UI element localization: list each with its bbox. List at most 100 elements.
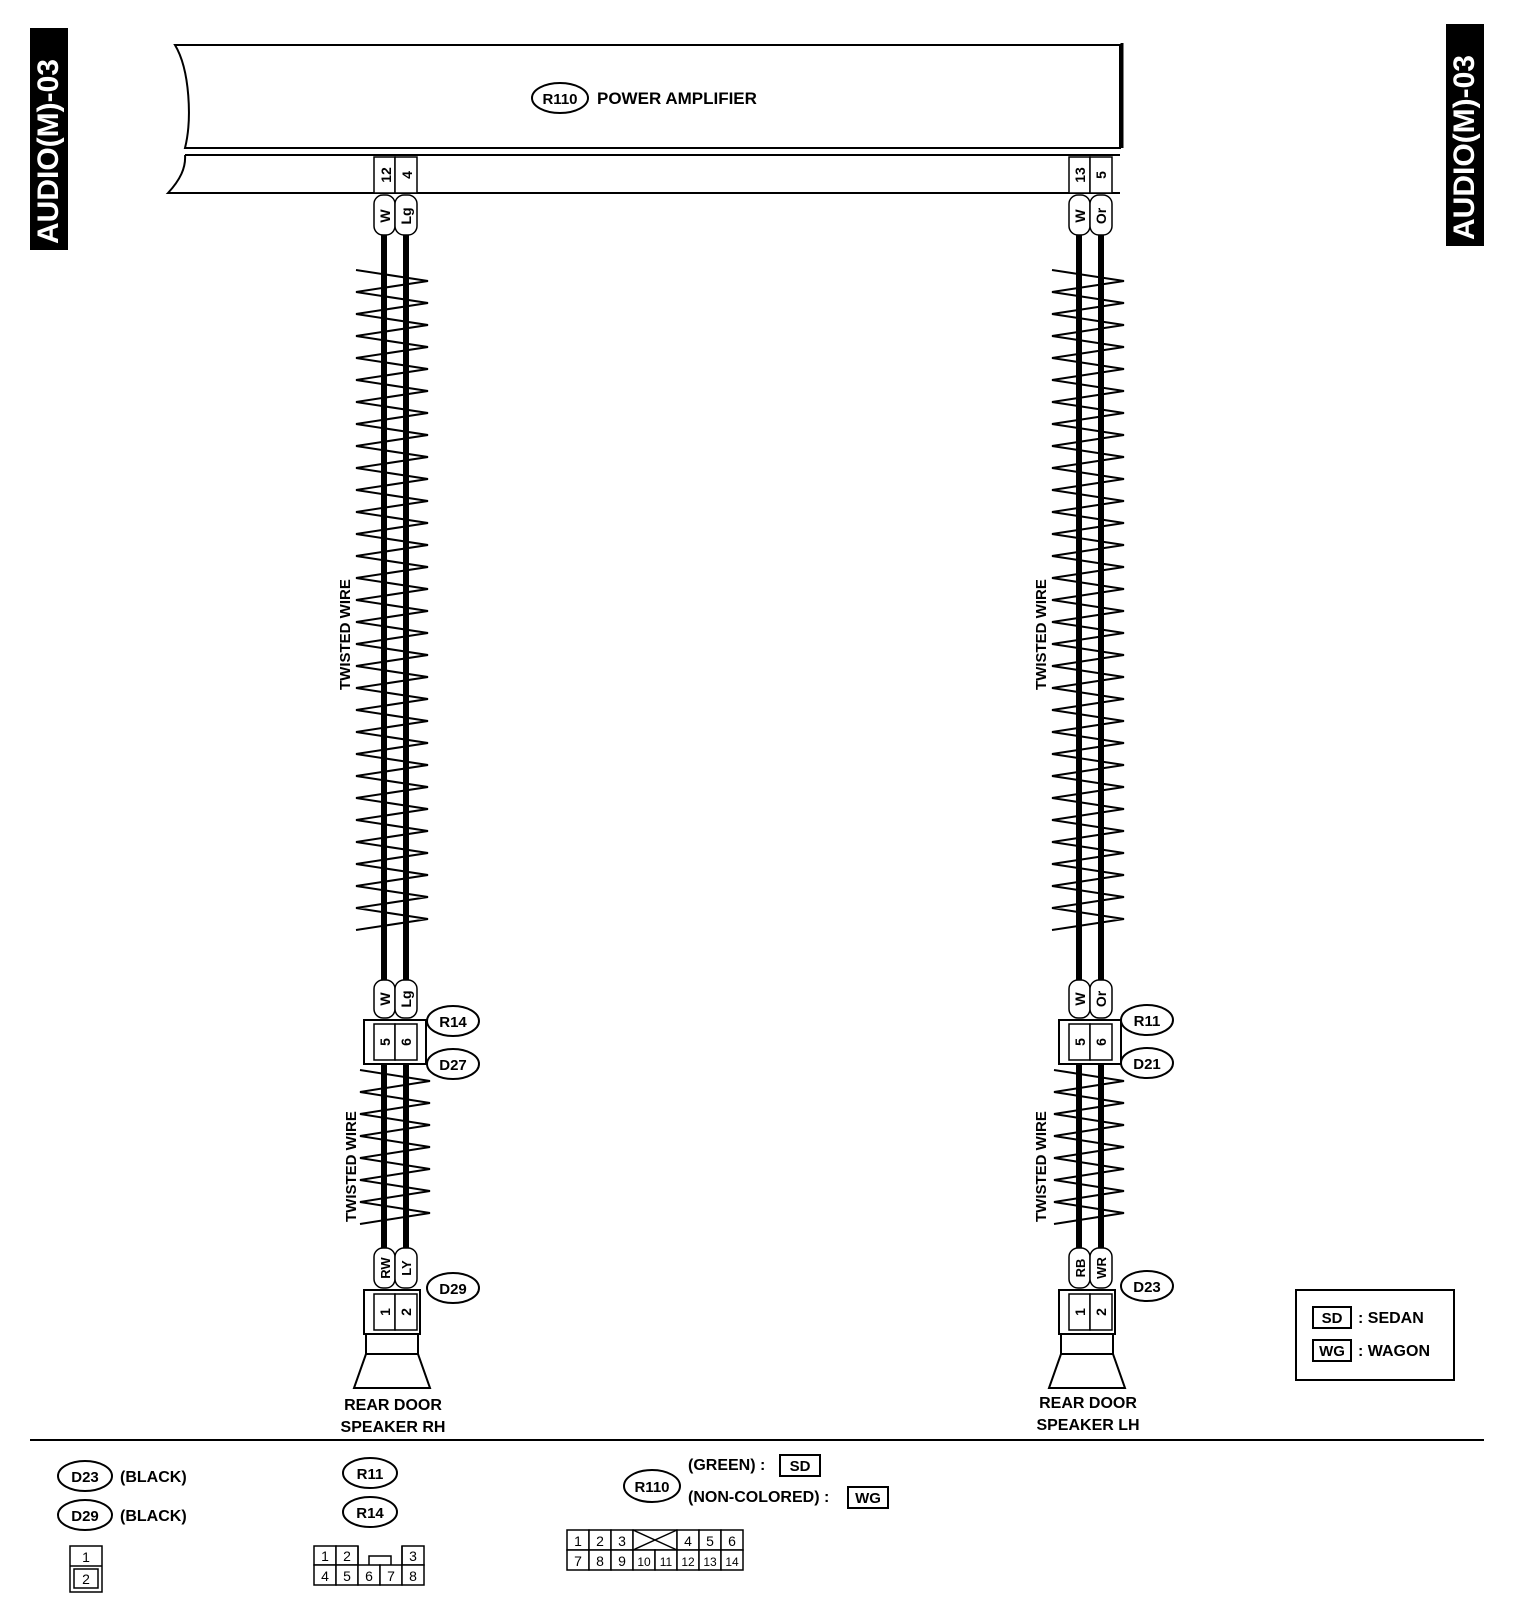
lh-speaker-pin-1: 1 <box>1072 1308 1088 1316</box>
rh-speaker-pin-2: 2 <box>398 1308 414 1316</box>
amp-name: POWER AMPLIFIER <box>597 89 757 108</box>
rh-mid-connector-top: R14 <box>439 1014 467 1031</box>
r110-pin-7: 7 <box>574 1553 582 1569</box>
r110-pin-6: 6 <box>728 1533 736 1549</box>
rh-mid-connector-top-badge <box>426 1005 480 1037</box>
legend-code-1: SD <box>1322 1310 1343 1327</box>
lh-speaker-label-1: REAR DOOR <box>1039 1395 1137 1412</box>
r110-pin-13: 13 <box>703 1555 717 1569</box>
r110-pin-2: 2 <box>596 1533 604 1549</box>
page-tag-right: AUDIO(M)-03 <box>1446 24 1484 246</box>
rh-twist-symbol-lower <box>359 1069 431 1225</box>
r110-pin-10: 10 <box>637 1555 651 1569</box>
page-tag-left-text: AUDIO(M)-03 <box>32 59 65 244</box>
r-pin-5: 5 <box>343 1568 351 1584</box>
rh-mid-wire-labels: W Lg <box>373 979 418 1019</box>
lh-mid-wire-1: W <box>1072 992 1088 1006</box>
amp-connector-badge <box>531 82 589 114</box>
r110-variant-1-code: SD <box>790 1458 811 1475</box>
lh-speaker-connector: 1 2 <box>1058 1289 1116 1335</box>
circuit-rh: 12 4 W Lg TWISTED WIRE W Lg 5 6 <box>337 156 480 1436</box>
lh-amp-pins: 13 5 <box>1068 156 1113 194</box>
rh-amp-pins: 12 4 <box>373 156 418 194</box>
page-tag-right-text: AUDIO(M)-03 <box>1448 55 1481 240</box>
rh-speaker-label-1: REAR DOOR <box>344 1397 442 1414</box>
power-amplifier-block: R110 POWER AMPLIFIER <box>165 43 1124 194</box>
rh-speaker-label-2: SPEAKER RH <box>341 1419 446 1436</box>
r110-pin-9: 9 <box>618 1553 626 1569</box>
rh-mid-connector: 5 6 <box>363 1019 427 1065</box>
lh-speaker-label-2: SPEAKER LH <box>1036 1417 1139 1434</box>
r110-variant-2-color: (NON-COLORED) : <box>688 1489 829 1506</box>
rh-speaker-wire-2: LY <box>399 1260 414 1276</box>
connector-view-d: D23 (BLACK) D29 (BLACK) 1 2 <box>57 1460 187 1593</box>
rh-amp-wire-1: W <box>377 209 393 223</box>
lh-twist-label-upper: TWISTED WIRE <box>1033 579 1050 690</box>
connector-view-r: R11 R14 1 2 3 4 5 6 7 8 <box>313 1457 425 1586</box>
r-pin-1: 1 <box>321 1548 329 1564</box>
rh-amp-pin-2: 4 <box>399 171 415 179</box>
rh-twist-label-lower: TWISTED WIRE <box>343 1111 360 1222</box>
r110-pin-1: 1 <box>574 1533 582 1549</box>
lh-speaker-wire-2: WR <box>1094 1257 1109 1279</box>
rh-twist-symbol-upper <box>355 269 429 931</box>
lh-mid-connector-bottom: D21 <box>1133 1056 1161 1073</box>
lh-twist-label-lower: TWISTED WIRE <box>1033 1111 1050 1222</box>
lh-mid-connector-top-badge <box>1120 1004 1174 1036</box>
rh-amp-wire-2: Lg <box>398 207 414 224</box>
legend-desc-2: : WAGON <box>1358 1343 1430 1360</box>
lh-mid-pin-1: 5 <box>1072 1038 1088 1046</box>
lh-speaker-wire-labels: RB WR <box>1068 1247 1113 1289</box>
r110-variant-2-code: WG <box>855 1490 881 1507</box>
r-connector-1-id: R11 <box>357 1466 384 1483</box>
d-pin-1: 1 <box>82 1549 90 1565</box>
r-pin-2: 2 <box>343 1548 351 1564</box>
rh-speaker-wire-labels: RW LY <box>373 1247 418 1289</box>
lh-mid-pin-2: 6 <box>1093 1038 1109 1046</box>
d-connector-2-color: (BLACK) <box>120 1508 187 1525</box>
r110-pin-12: 12 <box>681 1555 695 1569</box>
lh-amp-wire-2: Or <box>1093 207 1109 224</box>
lh-twist-symbol-upper <box>1051 269 1125 931</box>
page-tag-left: AUDIO(M)-03 <box>30 28 68 250</box>
r110-pin-8: 8 <box>596 1553 604 1569</box>
lh-speaker-pin-2: 2 <box>1093 1308 1109 1316</box>
rh-mid-pin-2: 6 <box>398 1038 414 1046</box>
rh-speaker-connector-badge <box>426 1272 480 1304</box>
lh-amp-wire-1: W <box>1072 209 1088 223</box>
rh-speaker-icon <box>352 1333 432 1389</box>
lh-speaker-connector-id: D23 <box>1133 1279 1161 1296</box>
lh-mid-wire-labels: W Or <box>1068 979 1113 1019</box>
lh-speaker-icon <box>1047 1333 1127 1389</box>
r-pin-8: 8 <box>409 1568 417 1584</box>
legend-box: SD : SEDAN WG : WAGON <box>1295 1289 1455 1381</box>
rh-amp-pin-1: 12 <box>378 167 394 183</box>
legend-code-2: WG <box>1319 1343 1345 1360</box>
rh-speaker-connector: 1 2 <box>363 1289 421 1335</box>
rh-speaker-pin-1: 1 <box>377 1308 393 1316</box>
lh-mid-connector-top: R11 <box>1134 1013 1161 1030</box>
lh-mid-wire-2: Or <box>1093 990 1109 1007</box>
rh-mid-wire-2: Lg <box>398 990 414 1007</box>
rh-mid-pin-1: 5 <box>377 1038 393 1046</box>
lh-amp-wire-labels: W Or <box>1068 194 1113 236</box>
r110-pin-5: 5 <box>706 1533 714 1549</box>
amp-connector-id: R110 <box>542 91 577 108</box>
connector-view-r110: R110 (GREEN) : SD (NON-COLORED) : WG 1 <box>566 1454 889 1571</box>
lh-mid-connector: 5 6 <box>1058 1019 1122 1065</box>
lh-speaker-connector-badge <box>1120 1270 1174 1302</box>
r110-pin-11: 11 <box>660 1555 673 1569</box>
d-connector-2-id: D29 <box>71 1508 99 1525</box>
rh-speaker-connector-id: D29 <box>439 1281 467 1298</box>
r-pin-3: 3 <box>409 1548 417 1564</box>
rh-mid-connector-bottom: D27 <box>439 1057 467 1074</box>
r110-pin-14: 14 <box>725 1555 739 1569</box>
d-pin-2: 2 <box>82 1571 90 1587</box>
lh-mid-connector-bottom-badge <box>1120 1047 1174 1079</box>
rh-mid-wire-1: W <box>377 992 393 1006</box>
legend-desc-1: : SEDAN <box>1358 1310 1424 1327</box>
r-pin-6: 6 <box>365 1568 373 1584</box>
rh-mid-connector-bottom-badge <box>426 1048 480 1080</box>
lh-amp-pin-1: 13 <box>1072 167 1088 183</box>
circuit-lh: 13 5 W Or TWISTED WIRE W Or 5 6 R11 <box>1033 156 1174 1434</box>
